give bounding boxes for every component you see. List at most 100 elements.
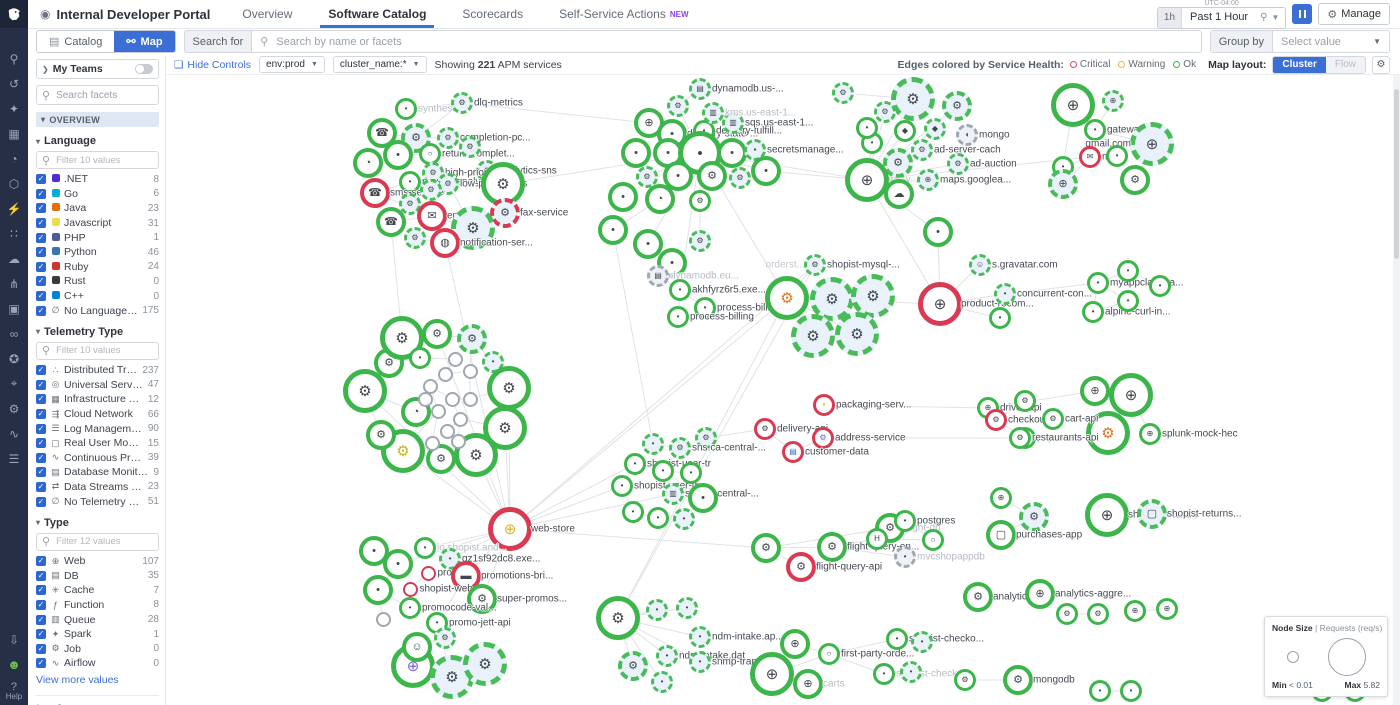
filter-chip[interactable]: cluster_name:*▼ — [332, 56, 427, 73]
help-button[interactable]: ? Help — [6, 681, 22, 705]
map-node[interactable]: ⊕shopist-return... — [1085, 493, 1197, 537]
map-node[interactable]: ⚙ — [454, 433, 498, 477]
map-node[interactable]: ⊕ — [990, 487, 1012, 509]
infrastructure-icon[interactable]: ⬡ — [8, 176, 20, 191]
group-by-select[interactable]: Select value ▼ — [1273, 31, 1389, 52]
checkbox-checked-icon[interactable]: ✓ — [36, 261, 46, 272]
checkbox-checked-icon[interactable]: ✓ — [36, 247, 46, 258]
install-icon[interactable]: ⇩ — [8, 632, 20, 647]
facet-section-header[interactable]: ▾Telemetry Type — [36, 326, 159, 338]
layout-flow-button[interactable]: Flow — [1325, 56, 1365, 73]
map-node[interactable]: ⚙ — [832, 82, 854, 104]
map-node[interactable]: • — [911, 631, 933, 653]
map-node[interactable]: ⚙ — [463, 642, 507, 686]
synthetics-icon[interactable]: ⌖ — [10, 376, 18, 390]
my-teams-toggle-row[interactable]: ❯ My Teams — [36, 59, 159, 79]
map-node[interactable]: ⚙ — [426, 444, 456, 474]
map-node[interactable]: • — [359, 536, 389, 566]
time-range-picker[interactable]: 1h Past 1 Hour ⚲ ▼ — [1156, 6, 1287, 29]
map-node[interactable]: ▪secretsmanage... — [744, 139, 844, 161]
map-node[interactable]: ⚙shopist-mysql-...orderst... — [766, 254, 900, 276]
overview-section-header[interactable]: ▾ OVERVIEW — [36, 112, 159, 127]
map-node[interactable]: ▤customer-data — [782, 441, 869, 463]
map-node[interactable]: • — [688, 483, 718, 513]
map-node[interactable]: ○ — [922, 529, 944, 551]
map-node[interactable] — [450, 433, 466, 449]
map-node[interactable]: ⚙cart-api — [1042, 408, 1098, 430]
map-node[interactable]: •mvcshopappdb — [894, 546, 985, 568]
checkbox-checked-icon[interactable]: ✓ — [36, 585, 46, 596]
map-node[interactable]: • — [663, 161, 693, 191]
map-node[interactable]: ⚙ — [1087, 603, 1109, 625]
map-node[interactable]: ▥sqs.ca-central-... — [662, 483, 759, 505]
service-map-canvas[interactable]: •synthesi...⚙dlq-metrics☎⚙⚙completion-pc… — [166, 75, 1400, 705]
facet-row[interactable]: ✓∿Continuous Profiler39 — [36, 451, 159, 466]
checkbox-checked-icon[interactable]: ✓ — [36, 276, 46, 287]
map-node[interactable]: ⊕splunk-mock-hec — [1139, 423, 1238, 445]
catalog-view-button[interactable]: ▤ Catalog — [37, 31, 115, 52]
map-node[interactable]: ☺ — [402, 632, 432, 662]
map-node[interactable]: •process-billing — [667, 306, 754, 328]
map-node[interactable]: •alpine-curl-in... — [1082, 301, 1171, 323]
map-node[interactable]: • — [652, 460, 674, 482]
map-node[interactable]: ○first-party-orde... — [818, 643, 914, 665]
map-node[interactable]: • — [1117, 260, 1139, 282]
facet-row[interactable]: ✓▢Real User Monitoring15 — [36, 436, 159, 451]
map-node[interactable] — [430, 403, 446, 419]
profiler-icon[interactable]: ∿ — [8, 426, 20, 441]
map-node[interactable]: ◔ — [645, 184, 675, 214]
apm-icon[interactable]: ⚡ — [6, 201, 22, 216]
map-node[interactable]: •akhfyrz6r5.exe... — [669, 279, 766, 301]
map-node[interactable]: • — [633, 229, 663, 259]
map-node[interactable]: •shopist-user-tr — [611, 475, 698, 497]
search-input[interactable] — [274, 34, 1193, 49]
checkbox-checked-icon[interactable]: ✓ — [36, 496, 46, 507]
checkbox-checked-icon[interactable]: ✓ — [36, 305, 46, 316]
facet-filter-input[interactable] — [54, 153, 153, 167]
facet-filter-input[interactable] — [54, 535, 153, 549]
facet-section-header[interactable]: ▾Language — [36, 135, 159, 147]
map-node[interactable] — [462, 391, 478, 407]
map-node[interactable]: ⚙analytics-int... — [963, 582, 1054, 612]
map-node[interactable]: ☎ — [376, 207, 406, 237]
map-node[interactable]: ⚙ — [1019, 502, 1049, 532]
traces-icon[interactable]: ⋔ — [8, 276, 20, 291]
map-node[interactable]: ⊕ — [750, 652, 794, 696]
serverless-icon[interactable]: ☁ — [8, 251, 20, 266]
collapsed-section-infra-type[interactable]: ❯Infra Type — [36, 694, 159, 705]
map-node[interactable]: ⚙ — [459, 136, 481, 158]
map-node[interactable]: ⚙ — [835, 312, 879, 356]
checkbox-checked-icon[interactable]: ✓ — [36, 379, 46, 390]
map-node[interactable]: ⚙ — [891, 77, 935, 121]
search-icon[interactable]: ⚲ — [9, 51, 19, 66]
map-node[interactable]: ⊕ — [1109, 373, 1153, 417]
map-node[interactable]: •myappclaudea... — [1087, 272, 1183, 294]
facet-row[interactable]: ✓∴Distributed Tracing237 — [36, 363, 159, 378]
checkbox-checked-icon[interactable]: ✓ — [36, 658, 46, 669]
map-node[interactable]: ⚙completion-pc... — [437, 127, 531, 149]
map-node[interactable]: •shopist-checko... — [886, 628, 984, 650]
facet-row[interactable]: ✓▤Database Monitoring9 — [36, 465, 159, 480]
checkbox-checked-icon[interactable]: ✓ — [36, 614, 46, 625]
checkbox-checked-icon[interactable]: ✓ — [36, 423, 46, 434]
map-node[interactable]: •snmp-traps-int... — [689, 651, 784, 673]
map-node[interactable]: •postgres — [894, 510, 955, 532]
map-node[interactable]: •shopist-checko... — [873, 663, 971, 685]
map-node[interactable]: ⚙delivery-api — [754, 418, 828, 440]
map-node[interactable]: ⚙ — [366, 420, 396, 450]
map-node[interactable]: •io.shopist.and... — [414, 537, 507, 559]
map-node[interactable]: ⚙ — [695, 427, 717, 449]
facet-row[interactable]: ✓◎Universal Service Moni...47 — [36, 378, 159, 393]
map-settings-button[interactable]: ⚙ — [1372, 55, 1390, 74]
map-node[interactable]: ⚙flight-query-api — [786, 552, 882, 582]
checkbox-checked-icon[interactable]: ✓ — [36, 570, 46, 581]
map-node[interactable]: ⚙ — [487, 366, 531, 410]
map-node[interactable]: ▥sqs.us-east-1... — [722, 112, 813, 134]
map-node[interactable]: ⚙ — [765, 276, 809, 320]
